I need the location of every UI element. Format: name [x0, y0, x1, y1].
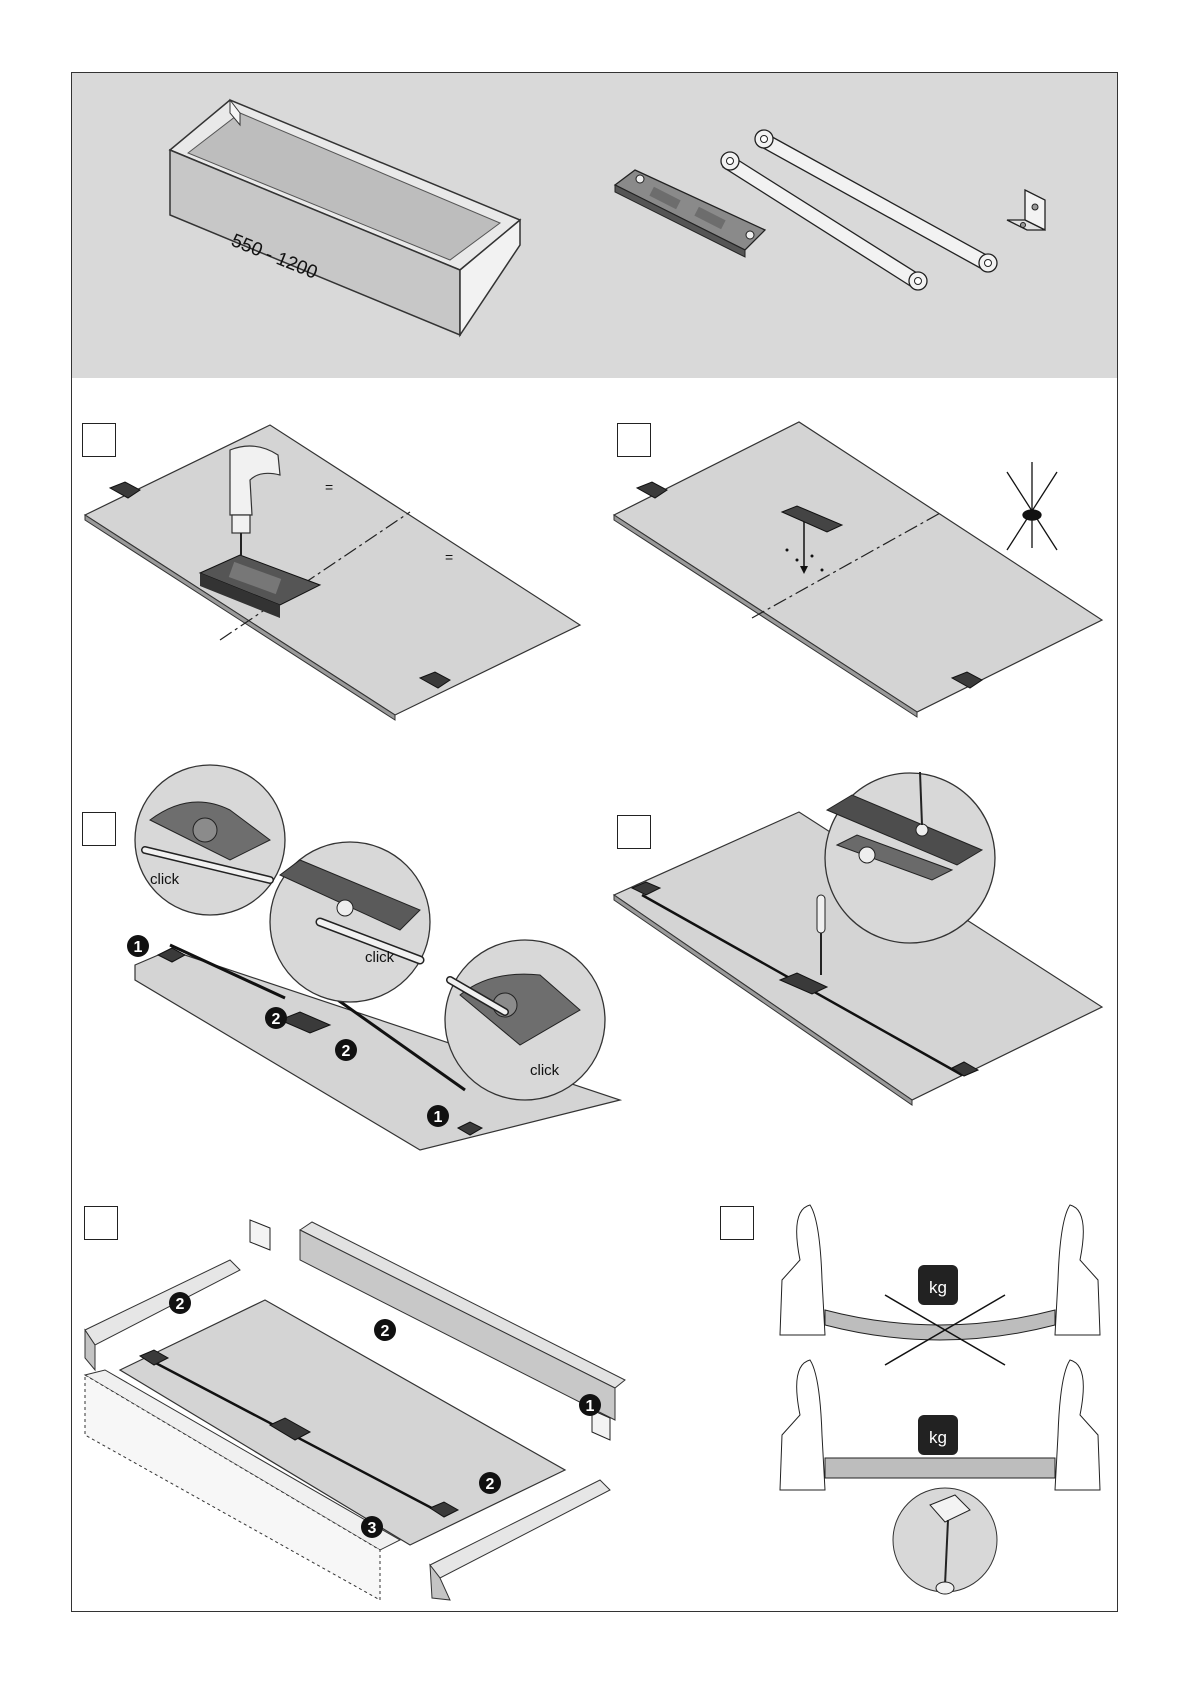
- click-label-3: click: [530, 1062, 560, 1079]
- no-screwdriver-icon: [1007, 462, 1057, 550]
- svg-text:=: =: [325, 479, 333, 495]
- panel3-step-2-right: 2: [335, 1039, 357, 1061]
- svg-text:1: 1: [586, 1398, 595, 1415]
- step-1-drilling-illustration: = =: [80, 420, 590, 720]
- svg-text:2: 2: [272, 1011, 281, 1028]
- click-label-1: click: [150, 871, 180, 888]
- weight-label-bottom: kg: [929, 1428, 947, 1447]
- detail-circle-centre-fitting: [825, 772, 995, 943]
- svg-text:2: 2: [342, 1043, 351, 1060]
- step-6-load-comparison-illustration: kg kg: [770, 1200, 1110, 1610]
- click-label-2: click: [365, 949, 395, 966]
- connecting-rods-part-icon: [720, 125, 1010, 300]
- straight-base-correct: kg: [780, 1360, 1100, 1594]
- step-3-box: [82, 812, 116, 846]
- panel3-step-1-right: 1: [427, 1105, 449, 1127]
- panel3-step-2-left: 2: [265, 1007, 287, 1029]
- step-3-connecting-rods-illustration: click click click 1 2 2 1: [120, 750, 640, 1170]
- svg-text:1: 1: [134, 939, 143, 956]
- detail-circle-left: click: [135, 765, 285, 915]
- step-4-adjusting-illustration: [612, 770, 1112, 1110]
- step-5-drawer-assembly-illustration: 2 2 1 2 3: [80, 1200, 680, 1600]
- detail-circle-centre: click: [270, 842, 430, 1002]
- panel3-step-1-left: 1: [127, 935, 149, 957]
- weight-label-top: kg: [929, 1278, 947, 1297]
- drawer-illustration: 550 - 1200: [160, 95, 540, 335]
- step-6-box: [720, 1206, 754, 1240]
- panel5-step-3-front: 3: [361, 1516, 383, 1538]
- angle-bracket-part-icon: [1005, 185, 1065, 245]
- step-2-centre-fitting-illustration: [612, 420, 1112, 720]
- sagging-base-wrong: kg: [780, 1205, 1100, 1365]
- svg-text:=: =: [445, 549, 453, 565]
- panel5-step-2-right: 2: [479, 1472, 501, 1494]
- svg-text:2: 2: [381, 1323, 390, 1340]
- panel5-step-1-right: 1: [579, 1394, 601, 1416]
- svg-text:2: 2: [176, 1296, 185, 1313]
- panel5-step-2-back: 2: [374, 1319, 396, 1341]
- svg-text:2: 2: [486, 1476, 495, 1493]
- detail-circle-right: click: [445, 940, 605, 1100]
- svg-text:3: 3: [368, 1520, 377, 1537]
- panel5-step-2-left: 2: [169, 1292, 191, 1314]
- svg-text:1: 1: [434, 1109, 443, 1126]
